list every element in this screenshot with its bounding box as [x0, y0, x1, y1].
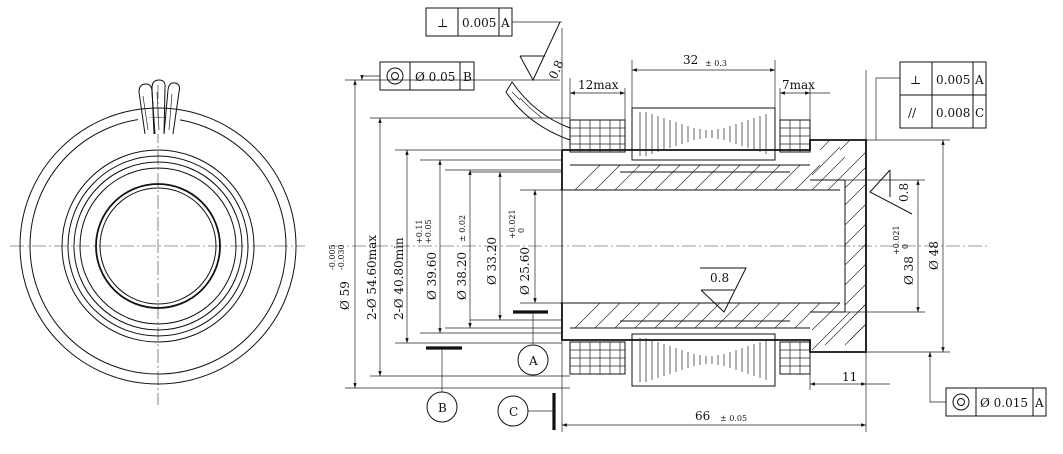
svg-text:0.005: 0.005 — [936, 73, 970, 87]
dim-diameter-38: Ø 38 — [902, 256, 916, 285]
svg-text:0.8: 0.8 — [897, 183, 911, 202]
tolerance-frame-right-group: ⊥ 0.005 A // 0.008 C — [875, 61, 987, 140]
dim-38-tol-lower: 0 — [901, 244, 910, 249]
dim-length-32: 32 — [683, 53, 698, 67]
svg-text:B: B — [463, 70, 472, 84]
dim-length-11: 11 — [842, 370, 857, 384]
dim-25-tol-upper: +0.021 — [508, 209, 517, 239]
roughness-symbols: 0.8 0.8 0.8 — [519, 21, 913, 313]
dim-diameter-39: Ø 39.60 — [425, 252, 439, 300]
dim-39-tol-upper: +0.11 — [415, 219, 424, 244]
svg-text:0.8: 0.8 — [546, 58, 567, 81]
svg-text:A: A — [500, 16, 510, 30]
parallelism-symbol: // — [908, 106, 917, 120]
dim-diameter-33: Ø 33.20 — [485, 237, 499, 285]
svg-text:0.008: 0.008 — [936, 106, 970, 120]
tolerance-frame-concentricity-left: Ø 0.05 B — [360, 61, 475, 91]
svg-text:C: C — [509, 405, 518, 419]
perpendicularity-symbol: ⊥ — [910, 73, 921, 87]
svg-text:Ø 0.05: Ø 0.05 — [415, 70, 455, 84]
dim-25-tol-lower: 0 — [517, 228, 526, 233]
datum-c-marker: C — [497, 395, 554, 427]
hatching-lower — [574, 302, 867, 351]
lead-wires — [138, 79, 180, 135]
dim-length-7max: 7max — [782, 78, 815, 92]
svg-text:A: A — [1034, 396, 1044, 410]
dim-39-tol-lower: +0.05 — [424, 219, 433, 244]
dim-32-tol: ± 0.3 — [705, 59, 727, 68]
roughness-symbol-2: 0.8 — [700, 267, 747, 313]
svg-text:A: A — [528, 354, 538, 368]
dim-diameter-38-2: Ø 38.20 — [455, 252, 469, 300]
perpendicularity-symbol: ⊥ — [437, 16, 448, 30]
hatching-upper — [574, 139, 867, 341]
dimension-texts: Ø 59 -0.005 -0.030 2-Ø 54.60max 2-Ø 40.8… — [328, 53, 941, 423]
svg-text:0.8: 0.8 — [710, 271, 729, 285]
tolerance-frame-concentricity-bottom: Ø 0.015 A — [928, 352, 1047, 417]
bore-circle — [95, 183, 221, 309]
datum-b-marker: B — [426, 348, 458, 423]
svg-text:A: A — [974, 73, 984, 87]
tolerance-frame-perpendicularity-top: ⊥ 0.005 A — [425, 7, 562, 37]
dimension-lines — [345, 28, 950, 432]
dim-diameter-59: Ø 59 — [338, 281, 352, 310]
svg-text:Ø 0.015: Ø 0.015 — [980, 396, 1028, 410]
end-view — [10, 79, 305, 405]
svg-text:0.005: 0.005 — [462, 16, 496, 30]
dim-66-tol: ± 0.05 — [720, 414, 747, 423]
svg-text:C: C — [975, 106, 984, 120]
dim-length-66: 66 — [695, 409, 710, 423]
dim-diameter-54: 2-Ø 54.60max — [365, 235, 379, 320]
svg-text:B: B — [438, 401, 447, 415]
dim-38-2-tol: ± 0.02 — [458, 215, 467, 242]
roughness-symbol-1: 0.8 — [519, 21, 567, 81]
dim-38-tol-upper: +0.021 — [892, 225, 901, 255]
coil-lower — [569, 333, 811, 387]
datum-a-marker: A — [517, 312, 549, 376]
roughness-symbol-3: 0.8 — [869, 169, 913, 215]
dim-diameter-25: Ø 25.60 — [518, 247, 532, 295]
dim-diameter-40: 2-Ø 40.80min — [392, 237, 406, 320]
coil-upper — [505, 81, 811, 161]
dim-59-tol-lower: -0.030 — [337, 244, 346, 270]
dim-59-tol-upper: -0.005 — [328, 244, 337, 270]
dim-diameter-48: Ø 48 — [927, 241, 941, 270]
dim-length-12max: 12max — [578, 78, 619, 92]
